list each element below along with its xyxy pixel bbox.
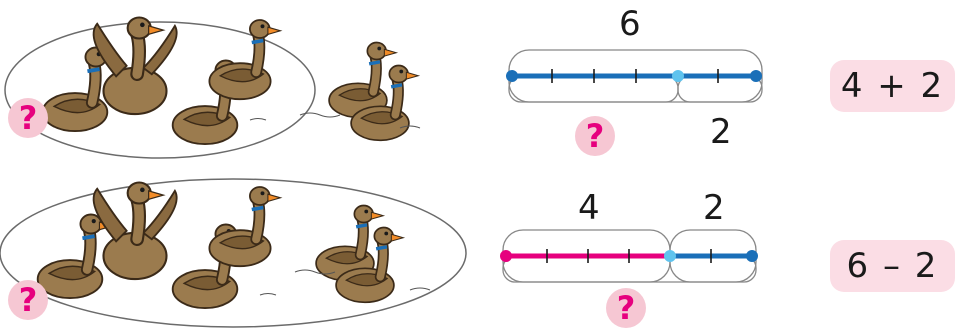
endpoint-dot [500,250,512,262]
duck [94,18,177,115]
question-badge: ? [8,98,48,138]
label-part: 2 [710,112,732,152]
group-enclosure-row2 [0,178,467,328]
endpoint-dot [746,250,758,262]
water-ripple [259,269,431,296]
expression-box: 4 + 2 [830,60,955,112]
label-total: 6 [619,4,641,44]
question-badge: ? [8,280,48,320]
endpoint-dot [506,70,518,82]
endpoint-dot [750,70,762,82]
split-dot [672,70,684,82]
duck [94,183,177,280]
split-dot [664,250,676,262]
number-line-row2 [500,229,758,283]
duck [209,20,280,99]
water-ripple [249,112,421,129]
expression-box: 6 – 2 [830,240,955,292]
group-enclosure-row1 [4,21,316,159]
label-part: 2 [703,188,725,228]
bracket-part [677,75,763,103]
question-badge: ? [606,288,646,328]
label-part: 4 [578,188,600,228]
duck [38,215,113,299]
question-badge: ? [575,116,615,156]
number-line-row1 [506,49,763,103]
